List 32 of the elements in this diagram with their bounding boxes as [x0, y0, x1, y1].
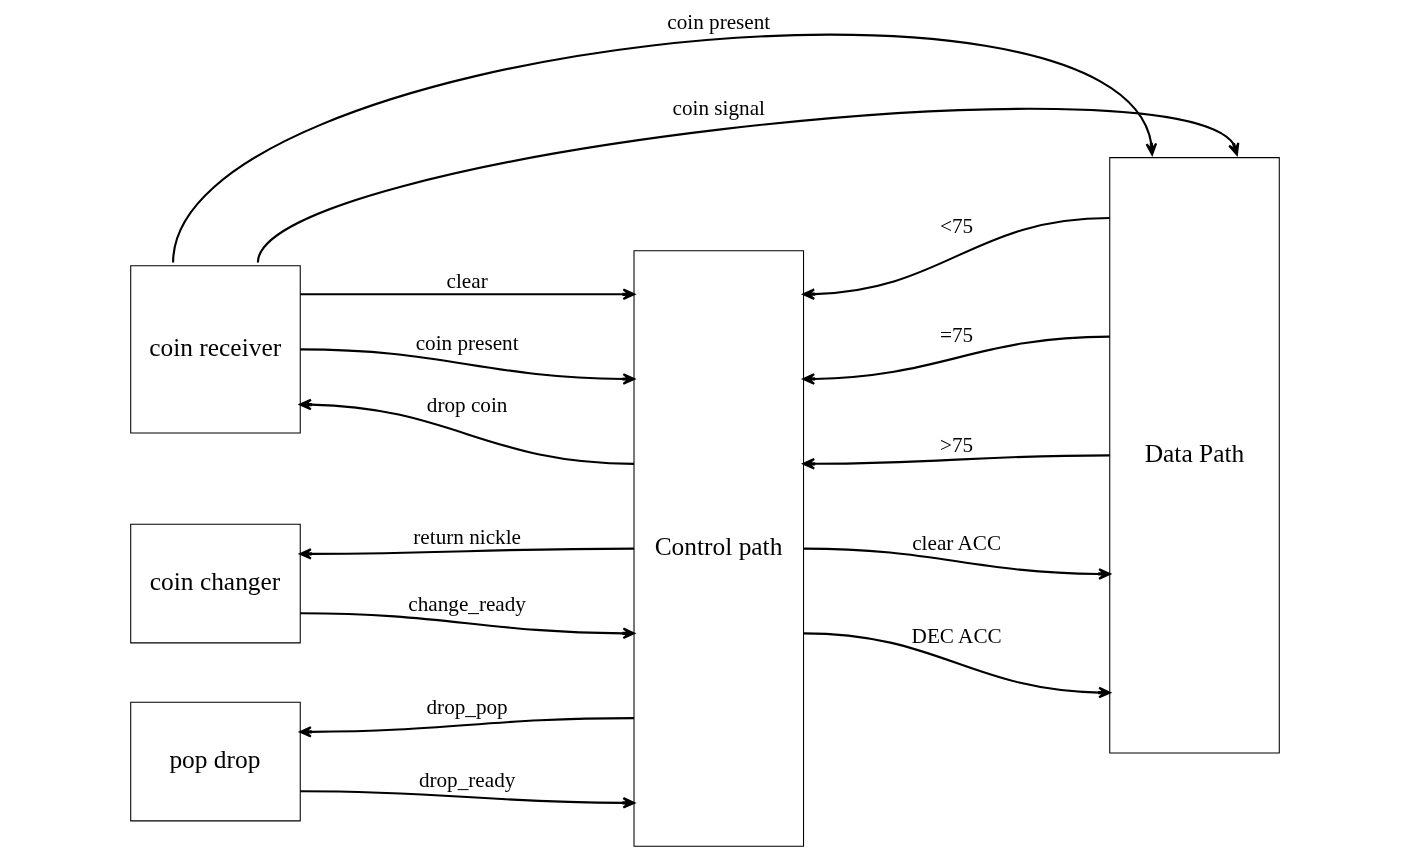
arrow — [802, 216, 1110, 300]
edge-label: coin signal — [672, 96, 765, 121]
edge-label: coin present — [415, 331, 519, 356]
edge-label: drop_pop — [426, 694, 508, 719]
edge-label: clear — [446, 268, 488, 293]
edge-label: >75 — [940, 433, 974, 458]
edge-label: drop_ready — [418, 767, 516, 792]
arrow — [803, 547, 1111, 580]
node-box: Control path — [633, 250, 805, 847]
arrow — [300, 612, 636, 640]
node-box: Data Path — [1109, 157, 1280, 754]
edge-label: return nickle — [413, 525, 521, 550]
arrow — [803, 632, 1111, 699]
edge-label: drop coin — [426, 392, 508, 417]
edge-label: change_ready — [408, 592, 526, 617]
arrow — [299, 398, 635, 465]
node-box: coin changer — [130, 523, 301, 644]
arrow — [299, 717, 634, 738]
node-box: coin receiver — [130, 265, 301, 434]
arrow — [300, 348, 636, 385]
edge-label: DEC ACC — [911, 623, 1002, 648]
arrow — [300, 790, 636, 809]
arrow — [172, 34, 1158, 263]
node-box: pop drop — [130, 701, 301, 822]
arrow — [300, 288, 636, 301]
edge-label: =75 — [940, 322, 974, 347]
arrow — [299, 547, 634, 560]
edge-label: clear ACC — [912, 530, 1002, 555]
edge-label: coin present — [667, 10, 771, 35]
arrow — [802, 454, 1110, 470]
edge-label: <75 — [940, 213, 974, 238]
arrow — [802, 335, 1110, 385]
